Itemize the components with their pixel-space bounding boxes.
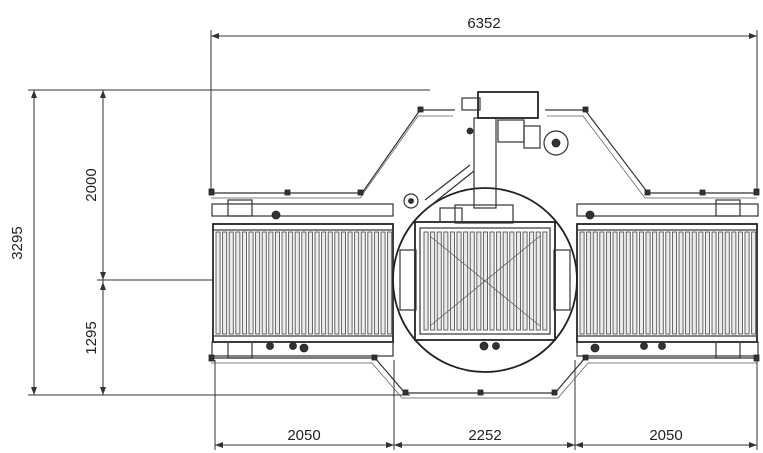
- roller: [592, 231, 598, 335]
- roller: [222, 231, 228, 335]
- dimension-upper-height: 2000: [83, 90, 212, 281]
- roller: [423, 231, 429, 331]
- roller: [665, 231, 671, 335]
- safety-fence-lower: [208, 354, 760, 399]
- roller: [449, 231, 455, 331]
- left-roller-conveyor: [211, 199, 394, 359]
- roller: [456, 231, 462, 331]
- safety-fence-upper: [208, 106, 760, 199]
- roller: [744, 231, 750, 335]
- overall-width-label: 6352: [467, 15, 500, 32]
- roller: [502, 231, 508, 331]
- roller: [241, 231, 247, 335]
- roller: [612, 231, 618, 335]
- roller: [387, 231, 393, 335]
- roller: [652, 231, 658, 335]
- roller: [718, 231, 724, 335]
- roller: [436, 231, 442, 331]
- roller: [215, 231, 221, 335]
- roller: [354, 231, 360, 335]
- robot-arm: [403, 91, 569, 224]
- roller: [235, 231, 241, 335]
- roller: [685, 231, 691, 335]
- roller: [515, 231, 521, 331]
- roller: [281, 231, 287, 335]
- dimension-bottom-widths: 2050 2252 2050: [214, 360, 758, 450]
- roller: [509, 231, 515, 331]
- roller: [255, 231, 261, 335]
- dimension-overall-height: 3295: [9, 89, 430, 396]
- roller: [261, 231, 267, 335]
- roller: [678, 231, 684, 335]
- roller: [625, 231, 631, 335]
- left-conveyor-width-label: 2050: [287, 427, 320, 444]
- roller: [321, 231, 327, 335]
- roller: [476, 231, 482, 331]
- roller: [314, 231, 320, 335]
- roller: [737, 231, 743, 335]
- roller: [691, 231, 697, 335]
- roller: [605, 231, 611, 335]
- roller: [489, 231, 495, 331]
- roller: [638, 231, 644, 335]
- roller: [535, 231, 541, 331]
- overall-height-label: 3295: [9, 226, 26, 259]
- roller: [599, 231, 605, 335]
- roller: [367, 231, 373, 335]
- roller: [443, 231, 449, 331]
- center-turntable: [392, 187, 578, 373]
- roller: [307, 231, 313, 335]
- roller: [301, 231, 307, 335]
- lower-height-label: 1295: [83, 321, 100, 354]
- roller: [619, 231, 625, 335]
- upper-height-label: 2000: [83, 168, 100, 201]
- roller: [288, 231, 294, 335]
- roller: [542, 231, 548, 331]
- roller: [268, 231, 274, 335]
- roller: [347, 231, 353, 335]
- roller: [579, 231, 585, 335]
- roller: [373, 231, 379, 335]
- roller: [724, 231, 730, 335]
- roller: [430, 231, 436, 331]
- roller: [340, 231, 346, 335]
- roller: [274, 231, 280, 335]
- roller: [334, 231, 340, 335]
- dimension-overall-width: 6352: [210, 15, 758, 195]
- roller: [496, 231, 502, 331]
- right-roller-conveyor: [576, 199, 759, 359]
- roller: [671, 231, 677, 335]
- dimension-lower-height: 1295: [83, 280, 106, 395]
- roller: [704, 231, 710, 335]
- roller: [751, 231, 757, 335]
- roller: [522, 231, 528, 331]
- roller: [248, 231, 254, 335]
- roller: [586, 231, 592, 335]
- roller: [228, 231, 234, 335]
- roller: [294, 231, 300, 335]
- roller: [380, 231, 386, 335]
- roller: [645, 231, 651, 335]
- roller: [469, 231, 475, 331]
- roller: [529, 231, 535, 331]
- roller: [463, 231, 469, 331]
- turntable-width-label: 2252: [468, 427, 501, 444]
- roller: [698, 231, 704, 335]
- roller: [327, 231, 333, 335]
- roller: [658, 231, 664, 335]
- roller: [731, 231, 737, 335]
- roller: [711, 231, 717, 335]
- right-conveyor-width-label: 2050: [649, 427, 682, 444]
- roller: [360, 231, 366, 335]
- roller: [632, 231, 638, 335]
